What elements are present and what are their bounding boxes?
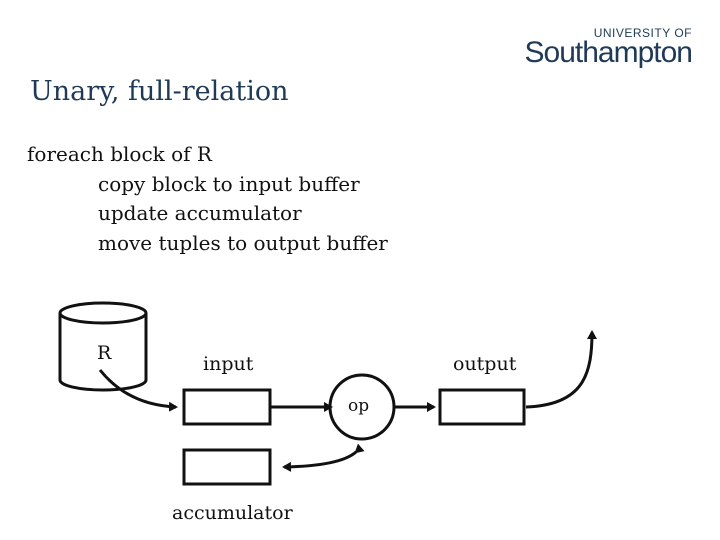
- university-logo: UNIVERSITY OF Southampton: [524, 26, 693, 69]
- code-line-move-tuples: move tuples to output buffer: [98, 230, 388, 255]
- relation-cylinder: [58, 301, 148, 392]
- logo-wordmark: Southampton: [524, 36, 693, 69]
- input-buffer: [182, 388, 272, 426]
- code-line-update-accumulator: update accumulator: [98, 201, 302, 225]
- output-buffer: [438, 388, 526, 426]
- operator-label: op: [348, 396, 370, 416]
- algorithm-pseudocode: foreach block of R copy block to input b…: [27, 140, 388, 258]
- slide-title: Unary, full-relation: [30, 76, 289, 107]
- arrow-relation-to-input: [98, 369, 178, 412]
- accumulator-buffer: [182, 448, 272, 486]
- code-line-foreach: foreach block of R: [27, 142, 212, 166]
- input-label: input: [203, 353, 254, 375]
- arrow-output-to-result: [525, 330, 597, 409]
- relation-label: R: [97, 342, 112, 364]
- logo-subtitle: UNIVERSITY OF: [593, 26, 692, 40]
- code-line-copy-block: copy block to input buffer: [98, 171, 360, 196]
- arrow-operator-to-accumulator: [282, 443, 365, 472]
- output-label: output: [453, 353, 517, 375]
- accumulator-label: accumulator: [172, 502, 293, 524]
